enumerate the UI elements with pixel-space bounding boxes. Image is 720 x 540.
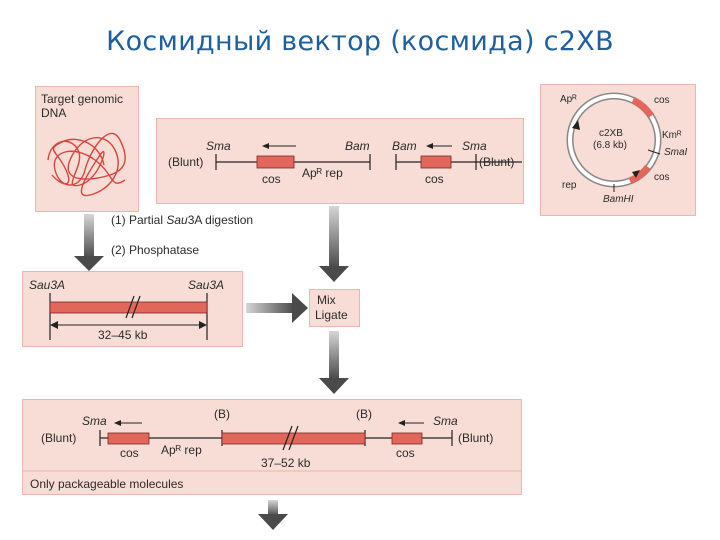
ligate-label: Ligate: [315, 308, 348, 322]
res-apr-rep: Apᴿ rep: [161, 443, 202, 457]
step-1: (1) Partial Sau3A digestion: [111, 213, 254, 227]
res-cos-right: cos: [396, 446, 415, 460]
plasmid-smai: SmaI: [664, 147, 688, 158]
down-arrow-4: [258, 500, 288, 530]
res-sma-left: Sma: [82, 414, 107, 428]
res-footer: Only packageable molecules: [30, 477, 184, 491]
vector-arms-panel: [156, 118, 524, 204]
plasmid-ap: Apᴿ: [560, 94, 577, 105]
sau-right: Sau3A: [188, 278, 225, 292]
genomic-fragment: [49, 293, 208, 340]
page-title: Космидный вектор (космида) с2ХВ: [106, 26, 614, 57]
vector-right-arm: [395, 143, 522, 170]
res-size: 37–52 kb: [261, 456, 311, 470]
fragment-size: 32–45 kb: [98, 328, 148, 342]
res-blunt-right: (Blunt): [458, 431, 494, 445]
plasmid-name: c2XB: [599, 128, 623, 139]
down-arrow-3: [319, 331, 349, 394]
plasmid-cos-top: cos: [654, 95, 670, 106]
mix-label: Mix: [317, 293, 336, 307]
res-blunt-left: (Blunt): [41, 431, 77, 445]
res-cos-left: cos: [120, 446, 139, 460]
tangled-dna-icon: [47, 132, 126, 197]
vl-blunt: (Blunt): [168, 155, 204, 169]
target-genomic-label-2: DNA: [41, 106, 67, 120]
plasmid-panel: [540, 84, 696, 216]
vl-apr-rep: Apᴿ rep: [302, 166, 343, 180]
right-arrow-mix: [246, 293, 308, 323]
res-b-right: (B): [356, 407, 372, 421]
plasmid-size: (6.8 kb): [593, 140, 627, 151]
target-genomic-label-1: Target genomic: [41, 92, 124, 106]
down-arrow-2: [319, 206, 349, 282]
sau-left: Sau3A: [29, 278, 66, 292]
plasmid-rep: rep: [562, 180, 577, 191]
step-2: (2) Phosphatase: [111, 243, 200, 257]
vl-bam: Bam: [345, 139, 370, 153]
vr-bam: Bam: [392, 139, 417, 153]
res-sma-right: Sma: [433, 414, 458, 428]
plasmid-cos-bottom: cos: [654, 172, 670, 183]
vl-sma: Sma: [206, 139, 231, 153]
recombinant-cosmid: [99, 420, 453, 451]
vector-left-arm: [215, 143, 371, 170]
vr-cos: cos: [425, 172, 444, 186]
vl-cos: cos: [262, 172, 281, 186]
vr-sma: Sma: [462, 139, 487, 153]
plasmid-bamhi: BamHI: [603, 194, 634, 205]
plasmid-circle: [566, 92, 662, 192]
res-b-left: (B): [214, 407, 230, 421]
mix-ligate-box: [309, 289, 360, 327]
result-panel: [22, 399, 522, 495]
down-arrow-1: [74, 214, 104, 271]
plasmid-km: Kmᴿ: [662, 130, 682, 141]
vr-blunt: (Blunt): [479, 155, 515, 169]
